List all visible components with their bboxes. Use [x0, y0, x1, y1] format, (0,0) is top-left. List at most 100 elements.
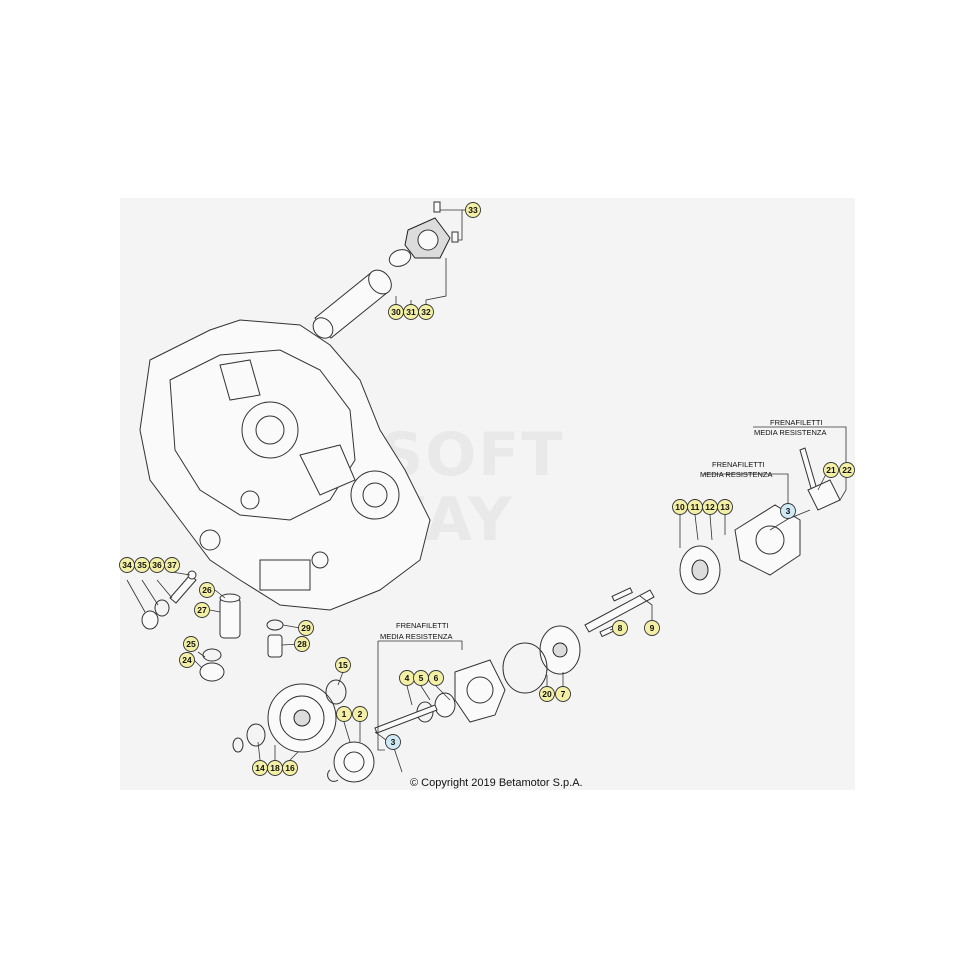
- callout-1: 1: [336, 706, 352, 722]
- copyright-text: © Copyright 2019 Betamotor S.p.A.: [410, 777, 583, 789]
- callout-circle: [183, 636, 199, 652]
- callout-number: 10: [675, 502, 685, 512]
- callout-34: 34: [119, 557, 135, 573]
- callout-circle: [612, 620, 628, 636]
- callout-number: 13: [720, 502, 730, 512]
- callout-10: 10: [672, 499, 688, 515]
- callout-9: 9: [644, 620, 660, 636]
- crankcase-illustration: [139, 319, 431, 611]
- callout-circle: [294, 636, 310, 652]
- callout-number: 2: [358, 709, 363, 719]
- callout-number: 25: [186, 639, 196, 649]
- leader-lines: [126, 209, 847, 773]
- callout-circle: [717, 499, 733, 515]
- callout-number: 20: [542, 689, 552, 699]
- callout-number: 1: [342, 709, 347, 719]
- callout-number: 18: [270, 763, 280, 773]
- note-line-2: MEDIA RESISTENZA: [380, 632, 453, 641]
- callout-number: 15: [338, 660, 348, 670]
- callout-circle: [418, 304, 434, 320]
- callout-number: 9: [650, 623, 655, 633]
- callout-number: 12: [705, 502, 715, 512]
- gears-illustration: [232, 679, 375, 783]
- callout-25: 25: [183, 636, 199, 652]
- callout-22: 22: [839, 462, 855, 478]
- note-line-1: FRENAFILETTI: [712, 460, 765, 469]
- callout-circle: [199, 582, 215, 598]
- callout-33: 33: [465, 202, 481, 218]
- note-frenafiletti-2: FRENAFILETTI MEDIA RESISTENZA: [700, 460, 773, 479]
- callout-number: 16: [285, 763, 295, 773]
- callout-number: 32: [421, 307, 431, 317]
- callout-circle: [282, 760, 298, 776]
- callout-31: 31: [403, 304, 419, 320]
- callout-circle: [336, 706, 352, 722]
- callout-circle: [298, 620, 314, 636]
- callout-circle: [385, 734, 401, 750]
- callout-number: 37: [167, 560, 177, 570]
- note-line-1: FRENAFILETTI: [770, 418, 823, 427]
- callout-5: 5: [413, 670, 429, 686]
- callout-3: 3: [385, 734, 401, 750]
- callout-number: 3: [786, 506, 791, 516]
- callout-4: 4: [399, 670, 415, 686]
- callout-number: 28: [297, 639, 307, 649]
- callout-37: 37: [164, 557, 180, 573]
- callout-number: 35: [137, 560, 147, 570]
- callout-7: 7: [555, 686, 571, 702]
- callout-circle: [428, 670, 444, 686]
- callout-29: 29: [298, 620, 314, 636]
- callout-number: 14: [255, 763, 265, 773]
- callout-14: 14: [252, 760, 268, 776]
- callout-circle: [780, 503, 796, 519]
- callout-number: 8: [618, 623, 623, 633]
- callout-circle: [179, 652, 195, 668]
- callout-number: 34: [122, 560, 132, 570]
- callout-circle: [823, 462, 839, 478]
- callout-18: 18: [267, 760, 283, 776]
- filter-tube-illustration: [312, 201, 459, 339]
- callout-number: 27: [197, 605, 207, 615]
- note-frenafiletti-3: FRENAFILETTI MEDIA RESISTENZA: [380, 621, 453, 641]
- callout-number: 24: [182, 655, 192, 665]
- callout-number: 21: [826, 465, 836, 475]
- callout-circle: [539, 686, 555, 702]
- callout-3: 3: [780, 503, 796, 519]
- callout-27: 27: [194, 602, 210, 618]
- callout-circle: [352, 706, 368, 722]
- callout-number: 33: [468, 205, 478, 215]
- callout-8: 8: [612, 620, 628, 636]
- callout-number: 22: [842, 465, 852, 475]
- note-line-2: MEDIA RESISTENZA: [754, 428, 827, 437]
- callout-32: 32: [418, 304, 434, 320]
- callout-circle: [839, 462, 855, 478]
- callout-13: 13: [717, 499, 733, 515]
- callout-circle: [465, 202, 481, 218]
- callout-number: 11: [691, 502, 700, 512]
- note-frenafiletti-1: FRENAFILETTI MEDIA RESISTENZA: [754, 418, 827, 437]
- callout-6: 6: [428, 670, 444, 686]
- callout-number: 7: [561, 689, 566, 699]
- callout-12: 12: [702, 499, 718, 515]
- callout-number: 6: [434, 673, 439, 683]
- pump-assembly-illustration: [374, 447, 841, 734]
- callout-circle: [194, 602, 210, 618]
- callout-circle: [644, 620, 660, 636]
- note-line-2: MEDIA RESISTENZA: [700, 470, 773, 479]
- callout-26: 26: [199, 582, 215, 598]
- callout-circle: [335, 657, 351, 673]
- watermark-line-1: SOFT: [380, 420, 564, 490]
- callout-36: 36: [149, 557, 165, 573]
- callout-21: 21: [823, 462, 839, 478]
- callout-28: 28: [294, 636, 310, 652]
- callout-number: 26: [202, 585, 212, 595]
- note-line-1: FRENAFILETTI: [396, 621, 449, 630]
- callout-16: 16: [282, 760, 298, 776]
- callout-number: 29: [301, 623, 311, 633]
- callout-number: 4: [405, 673, 410, 683]
- callout-15: 15: [335, 657, 351, 673]
- callout-number: 36: [152, 560, 162, 570]
- callout-circle: [555, 686, 571, 702]
